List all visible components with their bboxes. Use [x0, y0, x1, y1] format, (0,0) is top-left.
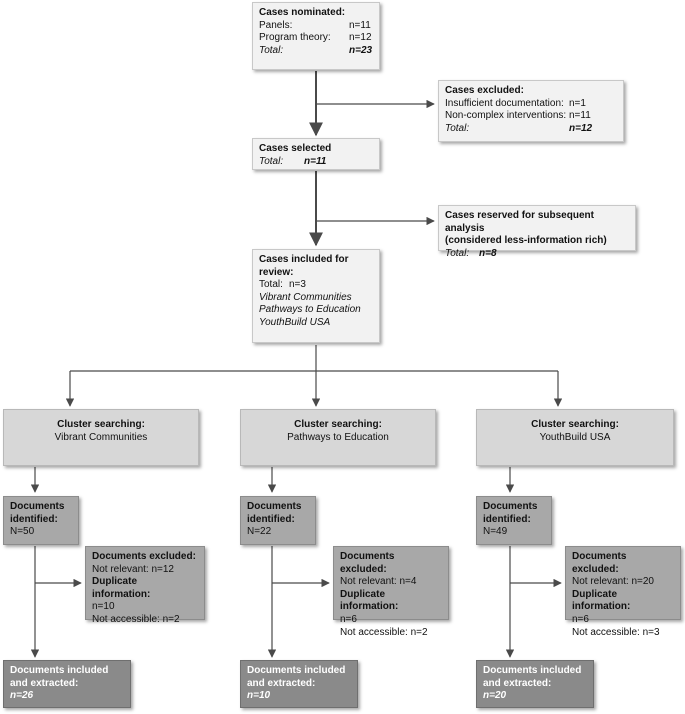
cluster-3-final-value: n=20	[483, 690, 507, 702]
cluster-2-final-box: Documents included and extracted: n=10	[240, 660, 358, 708]
cluster-1-final-value: n=26	[10, 690, 34, 702]
cluster-3-duplicate-label: Duplicate information:	[572, 588, 631, 613]
cases-included-title-2: review:	[259, 266, 294, 278]
cluster-2-final-title-2: and extracted:	[247, 677, 316, 689]
cluster-3-duplicate-value: n=6	[572, 613, 589, 625]
cases-reserved-title-1: Cases reserved for subsequent analysis	[445, 210, 594, 234]
cluster-2-final-value: n=10	[247, 690, 271, 702]
cluster-1-excluded-box: Documents excluded: Not relevant: n=12 D…	[85, 546, 205, 625]
cases-selected-title: Cases selected	[259, 143, 332, 154]
cluster-3-excluded-box: Documents excluded: Not relevant: n=20 D…	[565, 546, 681, 638]
cluster-3-not-accessible: Not accessible: n=3	[572, 626, 660, 638]
cases-nominated-box: Cases nominated: Panels: n=11 Program th…	[252, 2, 380, 70]
cluster-2-identified-title-2: identified:	[247, 513, 295, 525]
cluster-1-search-title: Cluster searching:	[57, 419, 145, 430]
included-case-vibrant-communities: Vibrant Communities	[259, 291, 352, 303]
excluded-row-non-complex: Non-complex interventions: n=11	[445, 110, 617, 123]
reserved-row-total: Total: n=8	[445, 248, 629, 261]
excluded-row-insufficient: Insufficient documentation: n=1	[445, 98, 617, 111]
cases-excluded-box: Cases excluded: Insufficient documentati…	[438, 80, 624, 142]
included-total-label: Total:	[259, 279, 283, 291]
cluster-1-final-box: Documents included and extracted: n=26	[3, 660, 131, 708]
cluster-1-duplicate-label: Duplicate information:	[92, 576, 151, 600]
cluster-3-identified-title-2: identified:	[483, 513, 531, 525]
cases-reserved-title-2: (considered less-information rich)	[445, 235, 607, 247]
cluster-1-search-box: Cluster searching: Vibrant Communities	[3, 409, 199, 466]
nominated-program-theory-value: n=12	[349, 32, 372, 44]
cluster-3-identified-title-1: Documents	[483, 501, 538, 512]
nominated-panels-value: n=11	[349, 19, 371, 31]
excluded-total-label: Total:	[445, 122, 470, 134]
nominated-total-value: n=23	[349, 44, 373, 56]
cluster-3-search-title: Cluster searching:	[531, 419, 619, 430]
included-case-youthbuild-usa: YouthBuild USA	[259, 316, 331, 328]
nominated-row-program-theory: Program theory: n=12	[259, 32, 373, 45]
cluster-1-not-accessible: Not accessible: n=2	[92, 613, 180, 625]
cases-included-box: Cases included for review: Total: n=3 Vi…	[252, 249, 380, 343]
cluster-1-search-name: Vibrant Communities	[54, 431, 148, 443]
cases-included-title-1: Cases included for	[259, 254, 349, 265]
cluster-3-final-title-2: and extracted:	[483, 677, 552, 689]
cluster-2-excluded-box: Documents excluded: Not relevant: n=4 Du…	[333, 546, 449, 638]
cluster-1-duplicate-value: n=10	[92, 601, 115, 613]
cases-reserved-box: Cases reserved for subsequent analysis (…	[438, 205, 636, 259]
cluster-2-not-relevant: Not relevant: n=4	[340, 576, 417, 588]
excluded-insufficient-value: n=1	[569, 97, 586, 109]
cluster-2-search-title: Cluster searching:	[294, 419, 382, 430]
cluster-2-duplicate-value: n=6	[340, 613, 357, 625]
excluded-non-complex-value: n=11	[569, 110, 591, 122]
cluster-3-identified-box: Documents identified: N=49	[476, 496, 552, 545]
excluded-non-complex-label: Non-complex interventions:	[445, 110, 567, 122]
cluster-3-search-name: YouthBuild USA	[539, 431, 611, 443]
cluster-3-final-title-1: Documents included	[483, 665, 582, 676]
cluster-1-identified-value: N=50	[10, 526, 35, 538]
cluster-2-search-name: Pathways to Education	[287, 431, 389, 443]
included-row-total: Total: n=3	[259, 279, 373, 292]
reserved-total-label: Total:	[445, 247, 470, 259]
cases-selected-box: Cases selected Total: n=11	[252, 138, 380, 170]
cluster-2-identified-value: N=22	[247, 526, 272, 538]
cluster-2-duplicate-label: Duplicate information:	[340, 588, 399, 613]
cluster-1-not-relevant: Not relevant: n=12	[92, 563, 174, 575]
nominated-row-total: Total: n=23	[259, 45, 373, 58]
cases-nominated-title: Cases nominated:	[259, 7, 346, 18]
nominated-row-panels: Panels: n=11	[259, 20, 373, 33]
cluster-1-final-title-1: Documents included	[10, 665, 109, 676]
selected-row-total: Total: n=11	[259, 156, 373, 169]
cluster-1-final-title-2: and extracted:	[10, 677, 79, 689]
cluster-3-identified-value: N=49	[483, 526, 508, 538]
cluster-3-excluded-title: Documents excluded:	[572, 551, 627, 575]
selected-total-label: Total:	[259, 155, 284, 167]
cluster-1-excluded-title: Documents excluded:	[92, 551, 196, 562]
cases-excluded-title: Cases excluded:	[445, 85, 524, 96]
cluster-2-final-title-1: Documents included	[247, 665, 346, 676]
included-total-value: n=3	[289, 279, 306, 291]
nominated-total-label: Total:	[259, 44, 284, 56]
cluster-1-identified-title-2: identified:	[10, 513, 58, 525]
cluster-2-identified-title-1: Documents	[247, 501, 302, 512]
nominated-panels-label: Panels:	[259, 19, 293, 31]
reserved-total-value: n=8	[479, 247, 497, 259]
cluster-2-not-accessible: Not accessible: n=2	[340, 626, 428, 638]
excluded-total-value: n=12	[569, 122, 593, 134]
excluded-insufficient-label: Insufficient documentation:	[445, 97, 564, 109]
cluster-1-identified-title-1: Documents	[10, 501, 65, 512]
nominated-program-theory-label: Program theory:	[259, 32, 331, 44]
excluded-row-total: Total: n=12	[445, 123, 617, 136]
selected-total-value: n=11	[304, 155, 327, 167]
cluster-1-identified-box: Documents identified: N=50	[3, 496, 79, 545]
cluster-3-final-box: Documents included and extracted: n=20	[476, 660, 594, 708]
included-case-pathways-to-education: Pathways to Education	[259, 304, 361, 316]
cluster-3-search-box: Cluster searching: YouthBuild USA	[476, 409, 674, 466]
cluster-2-identified-box: Documents identified: N=22	[240, 496, 316, 545]
cluster-2-excluded-title: Documents excluded:	[340, 551, 395, 575]
cluster-2-search-box: Cluster searching: Pathways to Education	[240, 409, 436, 466]
cluster-3-not-relevant: Not relevant: n=20	[572, 576, 654, 588]
